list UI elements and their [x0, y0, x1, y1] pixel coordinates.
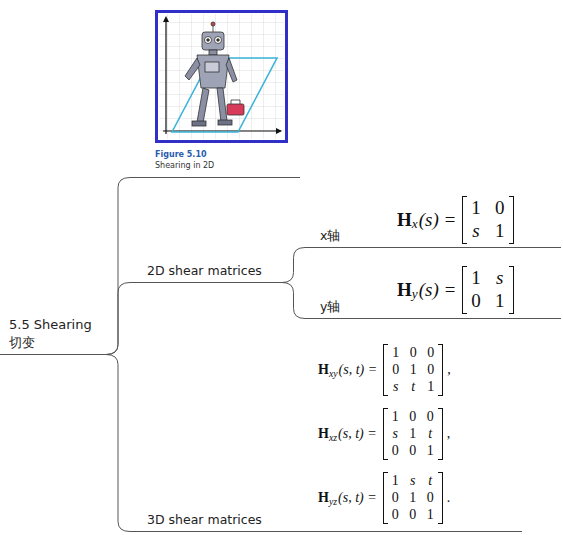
matrix-name: H [318, 362, 329, 378]
matrix-cell: t [410, 379, 417, 396]
topic-label: 5.5 Shearing [9, 317, 92, 332]
matrix-arguments: (s) = [419, 209, 457, 231]
matrix-cell: 0 [427, 490, 434, 507]
matrix-cell: 1 [409, 426, 416, 443]
matrix-cell: 1 [495, 290, 505, 313]
branch-connector [106, 283, 130, 355]
matrix-cells: 1s01 [467, 266, 508, 314]
matrix-cell: t [427, 473, 434, 490]
bracket [438, 344, 443, 396]
topic-label: 切变 [9, 334, 35, 352]
matrix-cells: 100s1t001 [388, 408, 438, 460]
matrix-arguments: (s, t) = [339, 362, 378, 378]
matrix-cells: 10s1 [467, 196, 508, 244]
bracket [462, 196, 467, 244]
matrix-subscript: y [412, 286, 418, 302]
matrix-subscript: yz [329, 496, 337, 507]
matrix-cell: 0 [392, 362, 399, 379]
branch-connector [282, 283, 305, 319]
matrix-cell: 0 [427, 362, 434, 379]
branch-connector [106, 355, 130, 532]
matrix-expression: Hxy(s, t) =100010st1, [318, 344, 451, 396]
branch-connector [282, 248, 305, 283]
matrix-name: H [318, 426, 329, 442]
branch-connector [106, 178, 130, 355]
branch-topic: 2D shear matrices [130, 262, 282, 283]
bracket [383, 472, 388, 524]
matrix-cell: 0 [495, 197, 505, 220]
matrix-name: H [397, 209, 412, 231]
shear-figure [155, 10, 288, 143]
matrix-cell: s [471, 220, 481, 243]
matrix-cell: 1 [427, 507, 434, 524]
matrix-name: H [318, 490, 329, 506]
branch-topic: Hxy(s, t) =100010st1,Hxz(s, t) =100s1t00… [130, 338, 522, 532]
matrix-cell: 1 [392, 409, 399, 426]
matrix-cell: 1 [409, 490, 416, 507]
matrix-cell: 0 [409, 507, 416, 524]
figure-caption: Figure 5.10 [155, 150, 207, 159]
matrix-cell: 0 [392, 443, 399, 460]
branch-topic: Figure 5.10Shearing in 2D [130, 148, 300, 178]
matrix-subscript: xz [329, 432, 337, 443]
punctuation: , [447, 362, 451, 378]
matrix-cell: s [409, 473, 416, 490]
matrix-cells: 1st010001 [388, 472, 438, 524]
matrix-subscript: x [412, 216, 418, 232]
matrix-arguments: (s) = [419, 279, 457, 301]
topic-label: 2D shear matrices [147, 263, 262, 278]
matrix-cell: 1 [471, 197, 481, 220]
matrix-subscript: xy [329, 368, 338, 379]
matrix-cell: 1 [495, 220, 505, 243]
matrix-cell: 1 [427, 379, 434, 396]
matrix-cells: 100010st1 [388, 344, 438, 396]
branch-topic: Hy(s) = 1s01 y轴 [305, 260, 561, 319]
topic-label: x轴 [320, 228, 340, 245]
matrix-cell: 1 [410, 362, 417, 379]
matrix-cell: 0 [409, 409, 416, 426]
matrix-cell: s [392, 379, 399, 396]
matrix-arguments: (s, t) = [338, 490, 377, 506]
punctuation: . [447, 490, 451, 506]
matrix-cell: 0 [392, 507, 399, 524]
matrix-cell: 1 [471, 267, 481, 290]
matrix-cell: t [427, 426, 434, 443]
root-topic: 5.5 Shearing 切变 [0, 314, 106, 355]
topic-label: y轴 [320, 299, 340, 316]
topic-label: 3D shear matrices [147, 512, 262, 527]
branch-topic: Hx(s) = 10s1 x轴 [305, 192, 561, 248]
matrix-cell: 0 [409, 443, 416, 460]
matrix-expression: Hxz(s, t) =100s1t001, [318, 408, 450, 460]
bracket [509, 196, 514, 244]
bracket [438, 472, 443, 524]
matrix-cell: 1 [427, 443, 434, 460]
matrix-expression: Hy(s) = 1s01 [397, 266, 514, 314]
matrix-cell: 0 [410, 345, 417, 362]
matrix-cell: 1 [392, 345, 399, 362]
matrix-cell: 0 [427, 345, 434, 362]
punctuation: , [447, 426, 451, 442]
matrix-arguments: (s, t) = [338, 426, 377, 442]
figure-caption: Shearing in 2D [155, 161, 214, 170]
matrix-expression: Hx(s) = 10s1 [397, 196, 514, 244]
bracket [383, 344, 388, 396]
matrix-cell: s [495, 267, 505, 290]
bracket [438, 408, 443, 460]
bracket [509, 266, 514, 314]
bracket [383, 408, 388, 460]
matrix-cell: s [392, 426, 399, 443]
bracket [462, 266, 467, 314]
matrix-cell: 0 [471, 290, 481, 313]
matrix-cell: 1 [392, 473, 399, 490]
matrix-expression: Hyz(s, t) =1st010001. [318, 472, 450, 524]
matrix-cell: 0 [427, 409, 434, 426]
matrix-name: H [397, 279, 412, 301]
matrix-cell: 0 [392, 490, 399, 507]
